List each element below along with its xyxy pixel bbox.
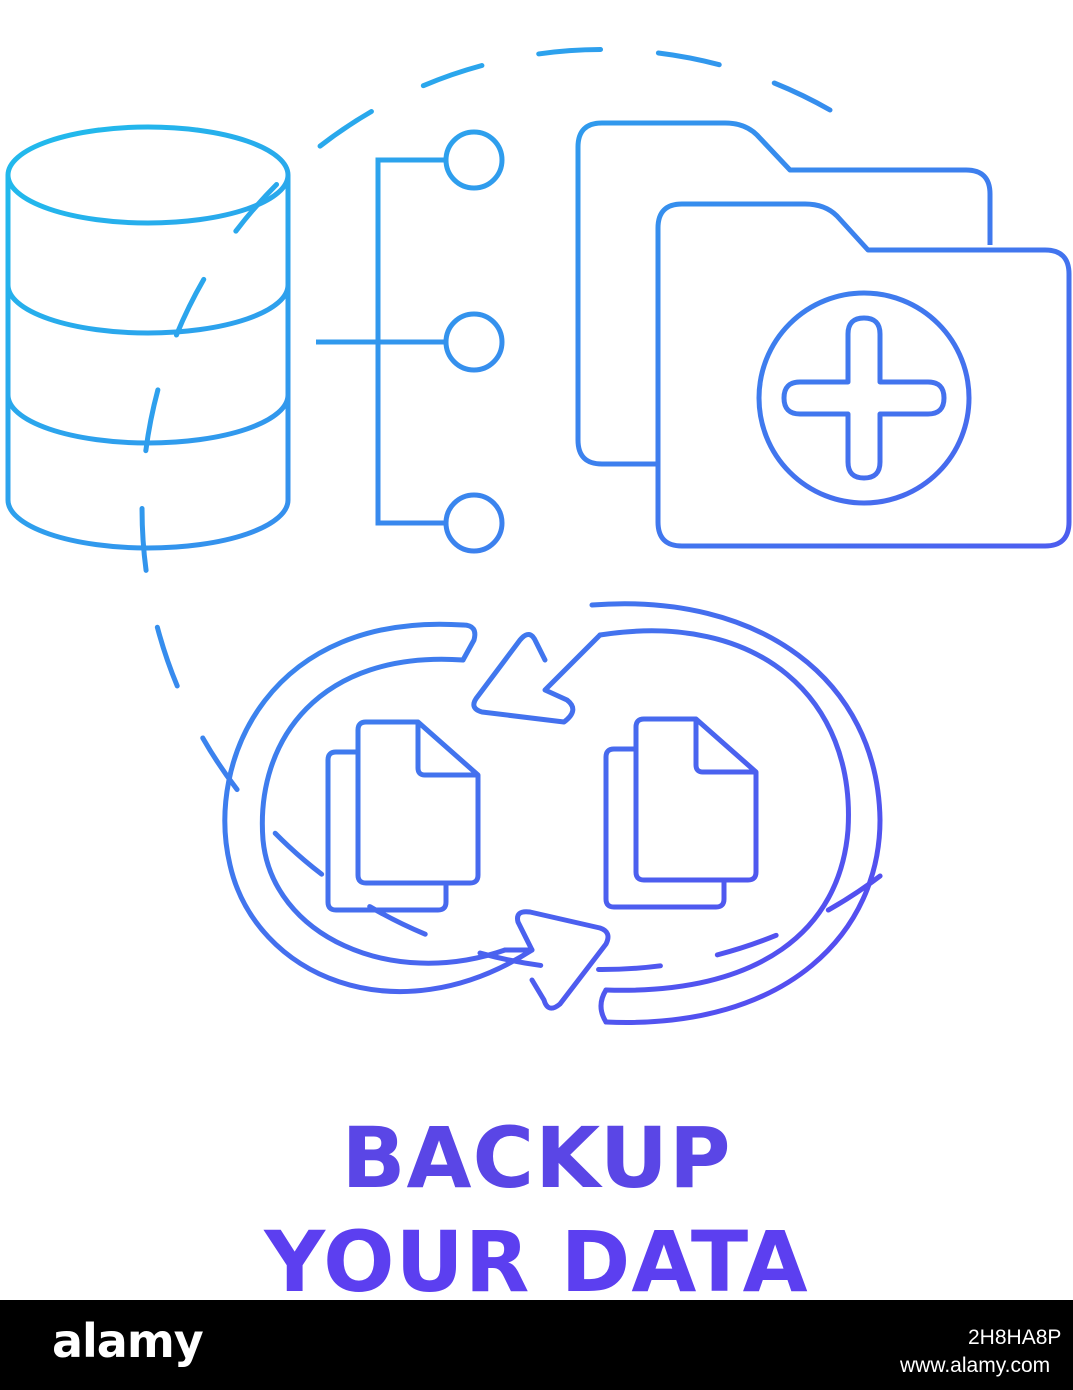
plus-icon bbox=[781, 315, 947, 481]
title-line-1: BACKUP bbox=[341, 1109, 732, 1207]
image-id: 2H8HA8P bbox=[968, 1326, 1062, 1349]
backup-illustration bbox=[5, 47, 1072, 1025]
sync-arrows-icon bbox=[222, 601, 883, 1025]
dashed-circle bbox=[139, 47, 903, 973]
document-icon bbox=[603, 716, 759, 910]
title-line-2: YOUR DATA bbox=[264, 1213, 809, 1311]
network-branch-icon bbox=[316, 129, 505, 554]
alamy-logo[interactable]: alamy bbox=[52, 1314, 204, 1368]
document-icon bbox=[325, 719, 481, 913]
database-icon bbox=[5, 124, 291, 551]
folders-icon bbox=[575, 120, 1072, 549]
watermark-footer: alamy 2H8HA8P www.alamy.com bbox=[0, 1300, 1073, 1390]
site-url[interactable]: www.alamy.com bbox=[900, 1354, 1051, 1377]
